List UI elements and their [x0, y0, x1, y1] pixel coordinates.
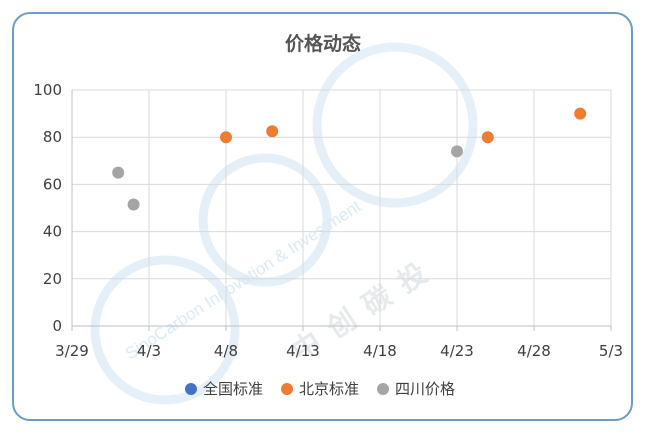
data-point: [451, 145, 463, 158]
chart-title: 价格动态: [285, 32, 361, 55]
axes: [71, 90, 612, 331]
y-tick-label: 0: [52, 317, 62, 335]
x-tick-label: 4/28: [517, 342, 551, 360]
x-tick-label: 4/13: [286, 342, 320, 360]
data-point: [481, 131, 494, 144]
data-point: [112, 166, 125, 179]
legend-label: 北京标准: [299, 380, 359, 398]
legend-marker: [281, 383, 293, 395]
data-points: [112, 107, 587, 211]
y-tick-label: 100: [33, 81, 62, 99]
x-tick-label: 4/18: [363, 342, 397, 360]
x-tick-label: 4/8: [214, 342, 238, 360]
x-tick-label: 4/3: [137, 342, 161, 360]
y-tick-label: 80: [43, 128, 62, 146]
x-tick-label: 3/29: [55, 342, 89, 360]
legend-label: 全国标准: [203, 380, 263, 398]
data-point: [220, 131, 232, 144]
x-tick-label: 4/23: [440, 342, 474, 360]
legend-label: 四川价格: [395, 380, 455, 398]
y-tick-labels: 0 20 40 60 80 100: [33, 81, 62, 335]
data-point: [127, 198, 140, 211]
x-tick-labels: 3/29 4/3 4/8 4/13 4/18 4/23 4/28 5/3: [55, 342, 623, 360]
y-tick-label: 60: [43, 175, 62, 193]
legend-marker: [377, 383, 389, 395]
data-point: [574, 107, 587, 120]
legend: 全国标准 北京标准 四川价格: [185, 380, 455, 398]
y-tick-label: 20: [43, 270, 62, 288]
x-tick-label: 5/3: [599, 342, 623, 360]
y-tick-label: 40: [43, 223, 62, 241]
legend-marker: [185, 383, 197, 395]
data-point: [266, 125, 279, 138]
grid: [72, 89, 612, 326]
